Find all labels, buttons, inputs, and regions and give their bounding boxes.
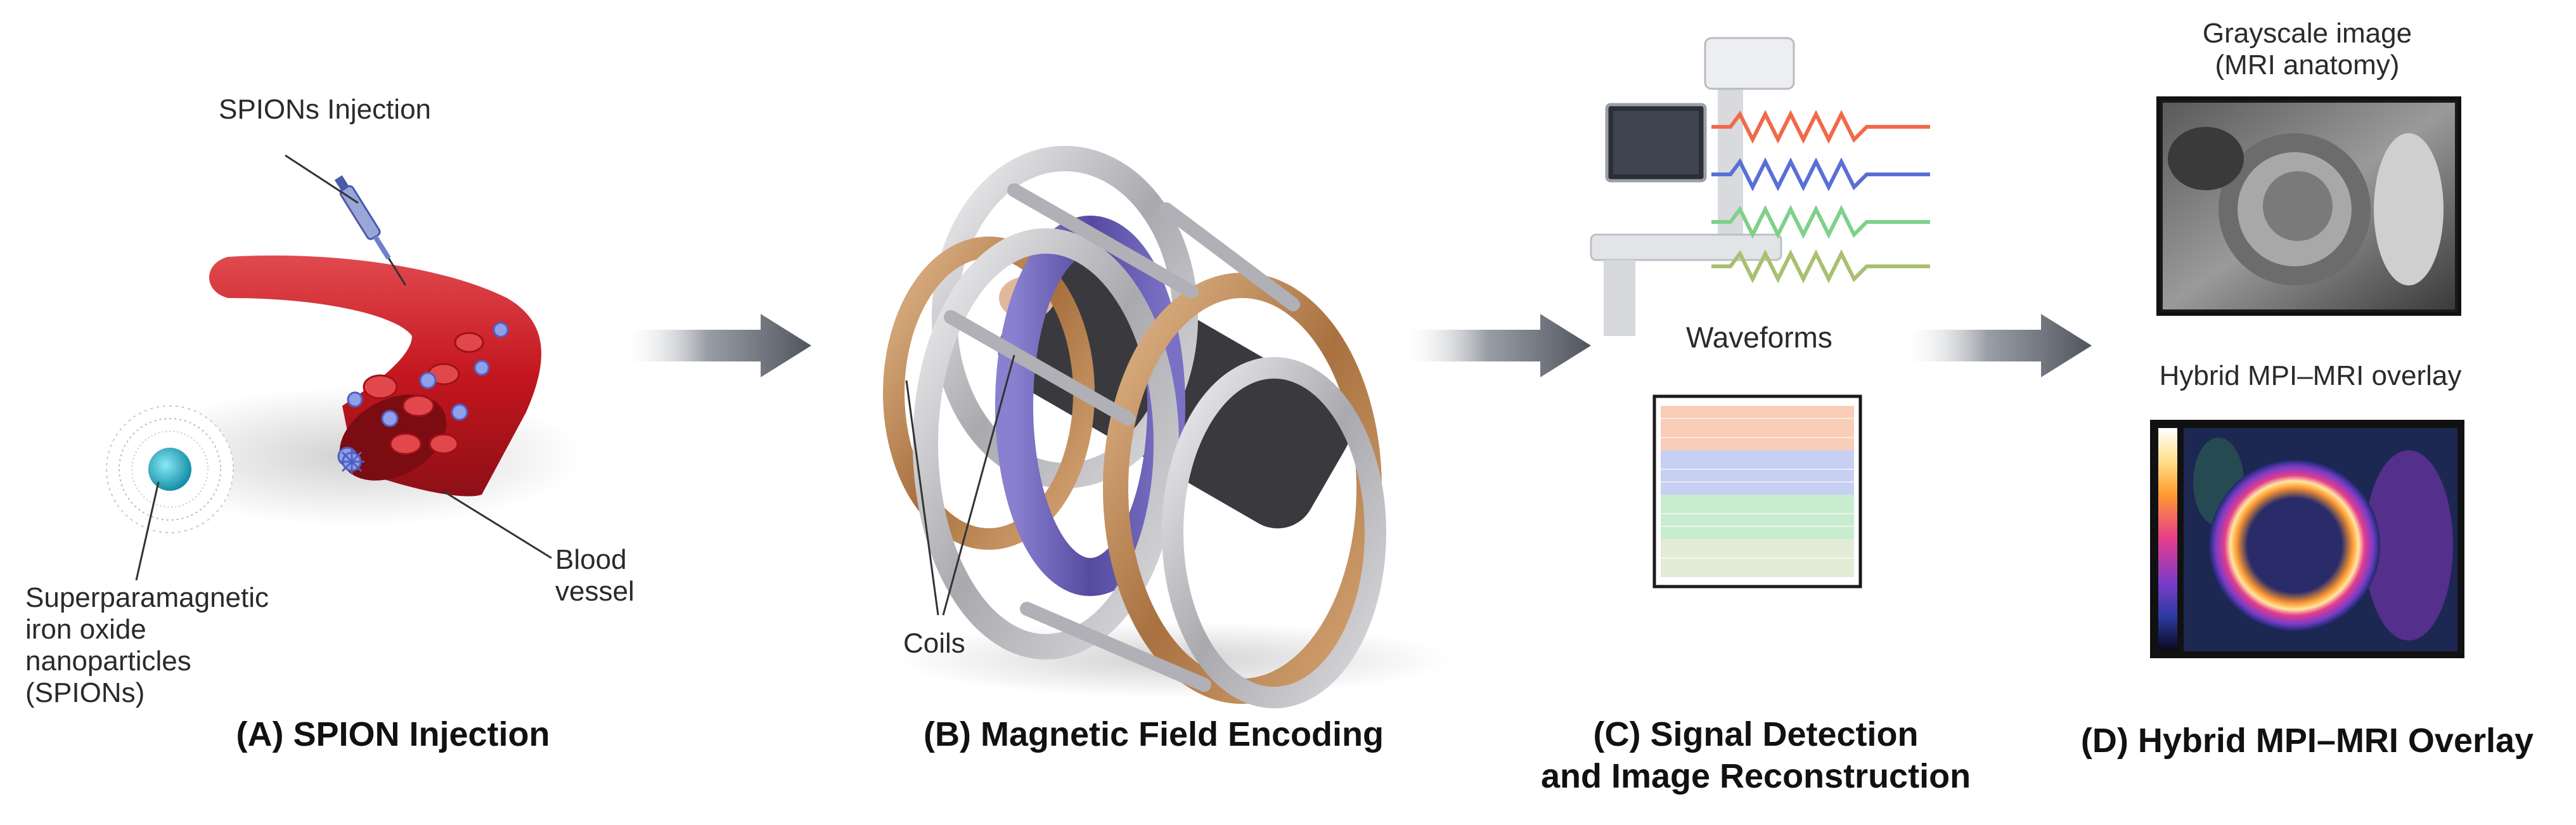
- syringe-icon: [334, 175, 407, 286]
- wave-green: [1711, 205, 1930, 239]
- wave-olive: [1711, 249, 1930, 283]
- silver-coil-front: [913, 228, 1179, 659]
- panel-d-title: (D) Hybrid MPI–MRI Overlay: [2080, 722, 2534, 760]
- coils-leader-1: [905, 380, 939, 616]
- blood-vessel: [209, 255, 541, 497]
- hybrid-overlay-label: Hybrid MPI–MRI overlay: [2159, 360, 2462, 391]
- reconstruction-lines: [1661, 418, 1854, 559]
- vessel-leader: [443, 490, 552, 559]
- coils-leader-2: [942, 354, 1015, 616]
- arrow-b-to-c: [1401, 314, 1591, 377]
- wave-blue: [1711, 157, 1930, 192]
- panel-b: [883, 146, 1452, 708]
- spions-particle-label: Superparamagnetic iron oxide nanoparticl…: [25, 582, 269, 708]
- spion-particle: [106, 405, 234, 533]
- particle-leader: [135, 481, 160, 581]
- panel-c: [1590, 37, 1930, 588]
- reconstruction-bands: [1661, 406, 1854, 577]
- coil-rods: [944, 183, 1300, 692]
- panel-b-title: (B) Magnetic Field Encoding: [924, 715, 1384, 753]
- desk: [1590, 233, 1782, 261]
- injection-leader: [285, 154, 359, 204]
- waveforms-label: Waveforms: [1686, 321, 1832, 354]
- overlay-core: [2250, 501, 2339, 590]
- small-spion-icon: [339, 449, 364, 474]
- mri-anatomy: [2168, 127, 2444, 285]
- grayscale-image-label: Grayscale image (MRI anatomy): [2202, 18, 2412, 81]
- colorbar: [2158, 428, 2177, 650]
- blood-vessel-label: Blood vessel: [555, 544, 634, 607]
- panel-c-title: (C) Signal Detection and Image Reconstru…: [1540, 715, 1971, 795]
- arrow-a-to-b: [621, 314, 811, 377]
- coils-label: Coils: [903, 628, 965, 659]
- monitor-screen: [1613, 111, 1699, 174]
- wave-red: [1711, 110, 1930, 144]
- arrow-c-to-d: [1902, 314, 2092, 377]
- desk-base: [1604, 260, 1635, 336]
- panel-a: [106, 154, 583, 581]
- scanner-head: [1704, 37, 1795, 90]
- silver-coil-right: [1162, 357, 1386, 708]
- spions-injection-label: SPIONs Injection: [219, 94, 432, 125]
- panel-a-title: (A) SPION Injection: [236, 715, 550, 753]
- panel-d: [2150, 96, 2464, 658]
